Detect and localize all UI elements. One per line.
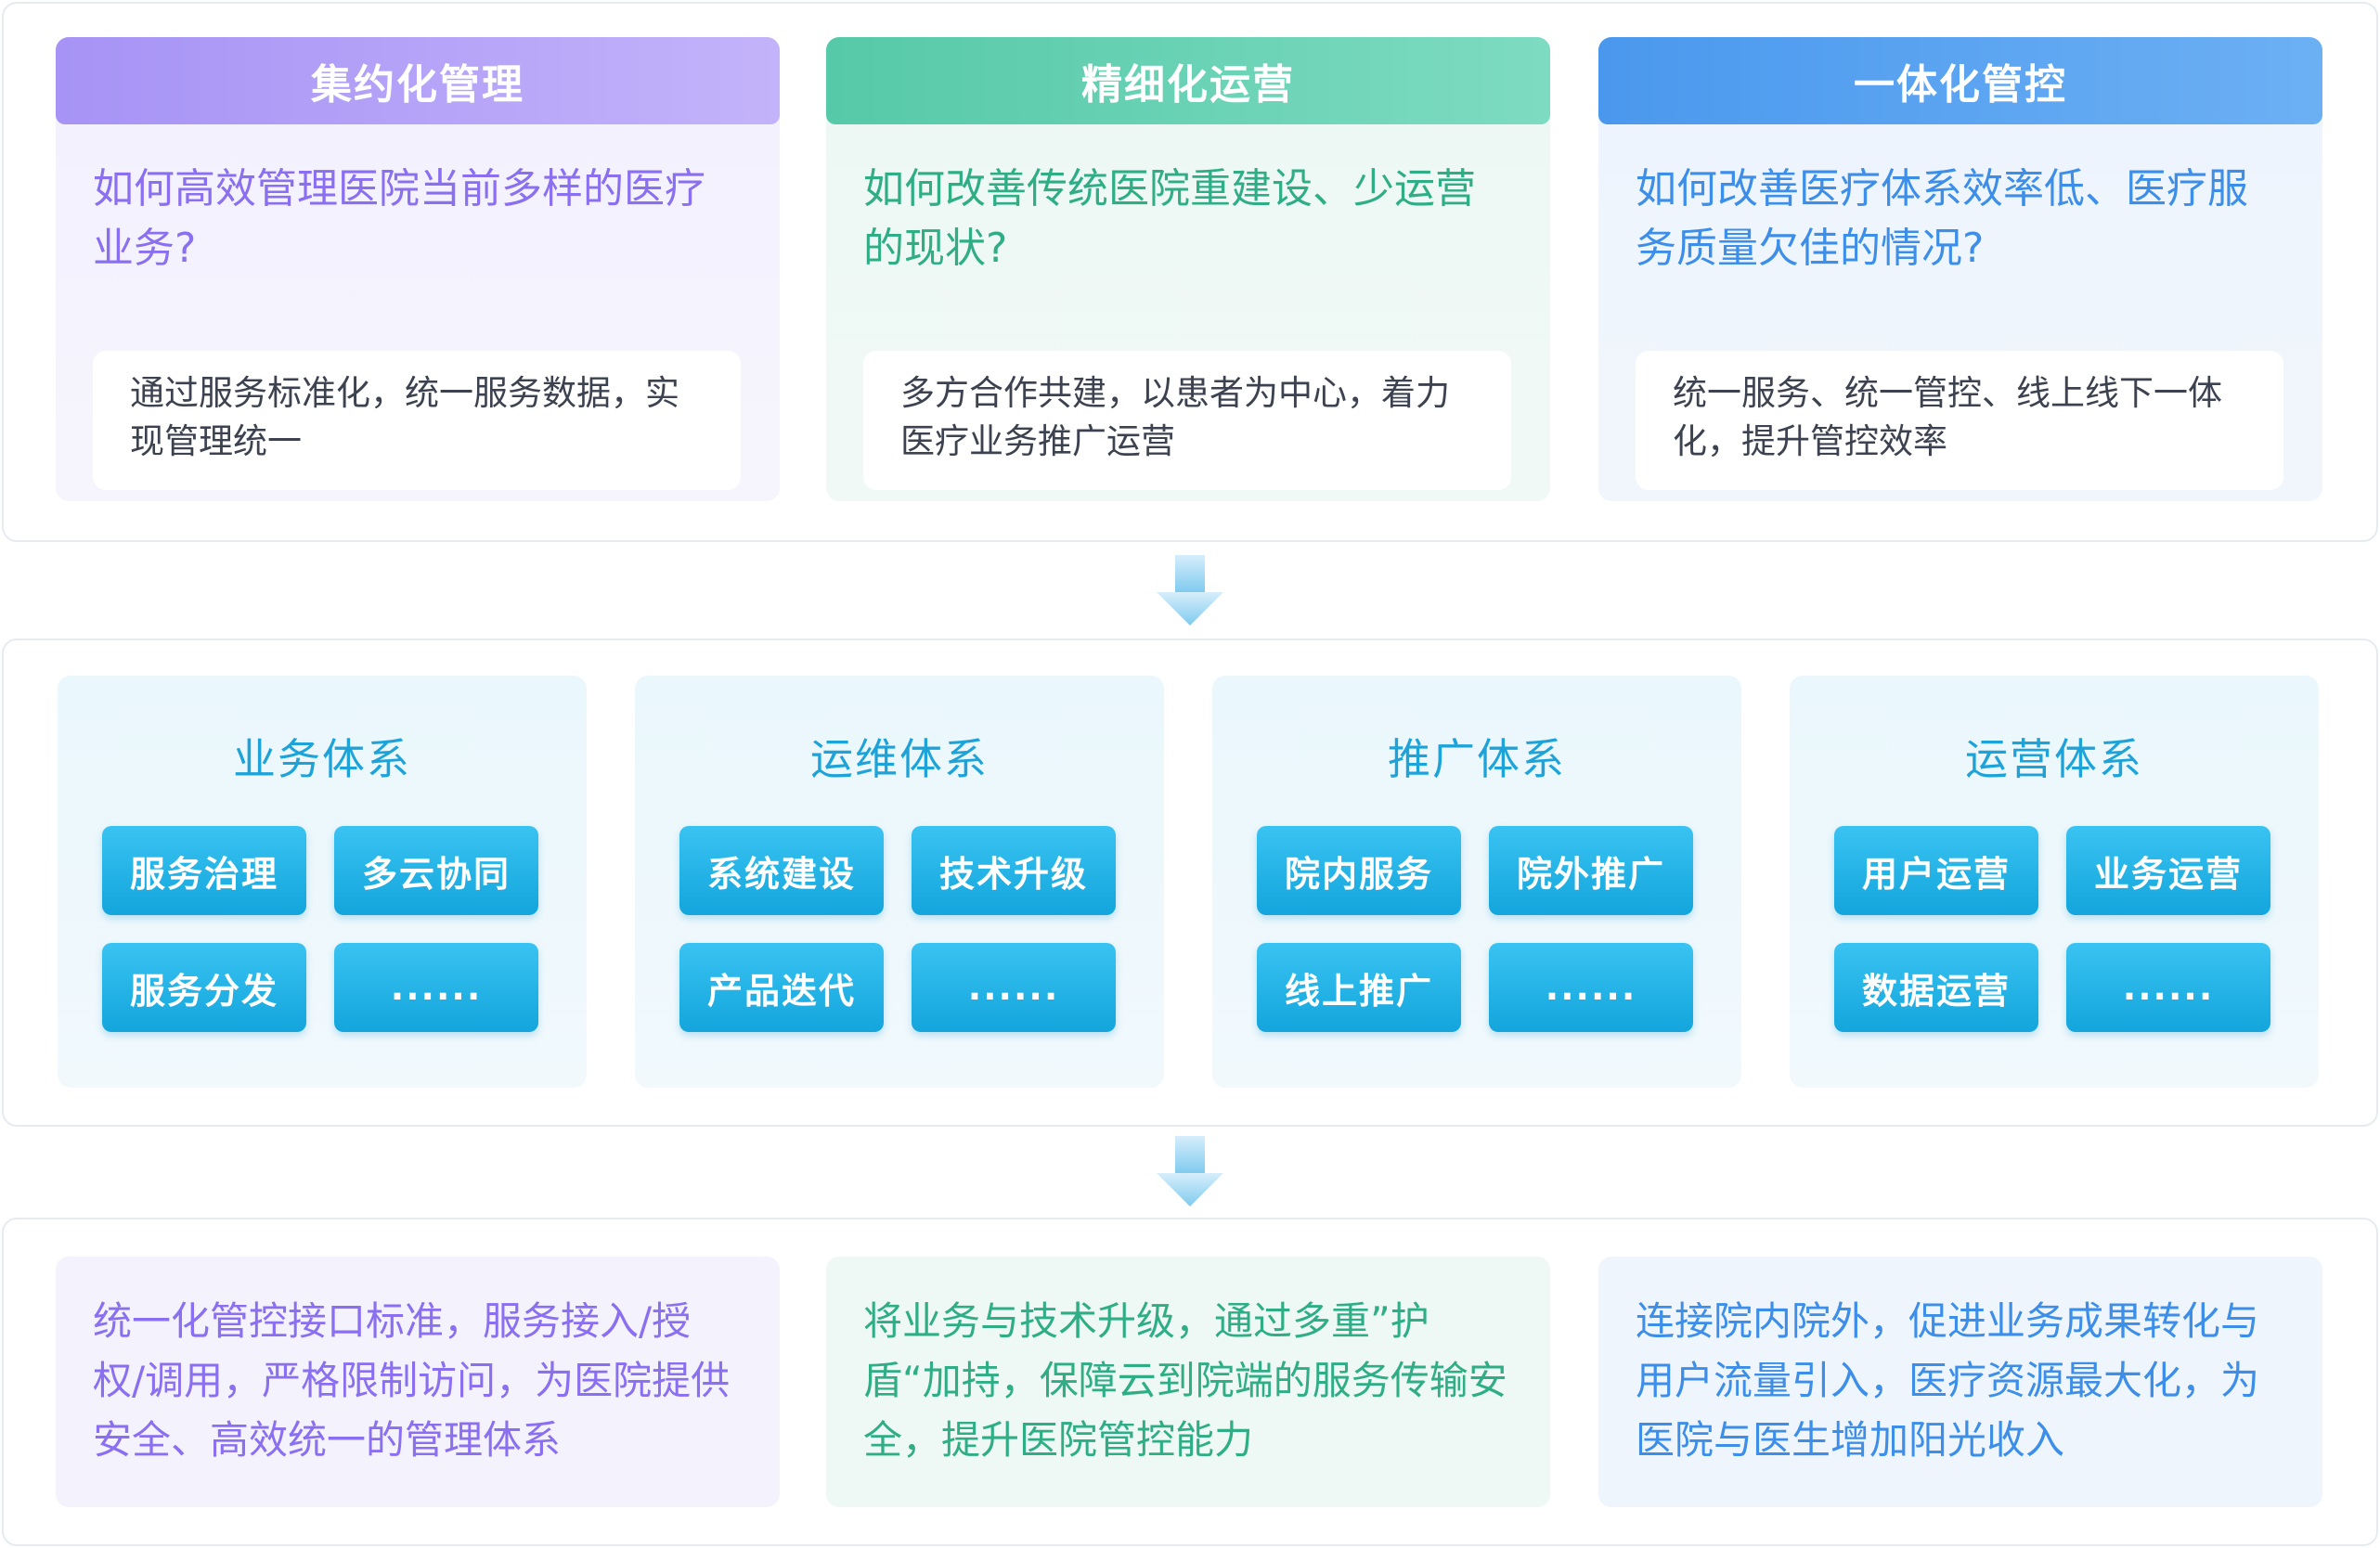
challenge-answer: 多方合作共建，以患者为中心，着力医疗业务推广运营: [863, 351, 1511, 490]
system-item-button[interactable]: 院内服务: [1257, 826, 1461, 915]
challenge-question: 如何改善传统医院重建设、少运营的现状?: [863, 165, 1476, 272]
challenge-question: 如何改善医疗体系效率低、医疗服务质量欠佳的情况?: [1636, 165, 2248, 272]
system-block-maintenance: 运维体系 系统建设 技术升级 产品迭代 ......: [635, 676, 1164, 1088]
system-item-button[interactable]: 用户运营: [1834, 826, 2038, 915]
system-item-button[interactable]: 服务治理: [102, 826, 306, 915]
system-title: 运营体系: [1965, 734, 2143, 784]
result-card-security: 将业务与技术升级，通过多重”护盾“加持，保障云到院端的服务传输安全，提升医院管控…: [826, 1257, 1550, 1507]
system-block-business: 业务体系 服务治理 多云协同 服务分发 ......: [58, 676, 587, 1088]
system-item-button[interactable]: 数据运营: [1834, 943, 2038, 1032]
system-item-button[interactable]: 产品迭代: [679, 943, 884, 1032]
system-item-more-button[interactable]: ......: [912, 943, 1116, 1032]
system-title: 推广体系: [1388, 734, 1566, 784]
challenge-card-integrated-control: 一体化管控 如何改善医疗体系效率低、医疗服务质量欠佳的情况? 统一服务、统一管控…: [1598, 37, 2322, 501]
challenge-heading: 精细化运营: [826, 37, 1550, 124]
system-item-more-button[interactable]: ......: [1489, 943, 1693, 1032]
system-title: 业务体系: [233, 734, 411, 784]
system-title: 运维体系: [810, 734, 989, 784]
system-item-button[interactable]: 线上推广: [1257, 943, 1461, 1032]
system-item-button[interactable]: 多云协同: [334, 826, 538, 915]
system-item-more-button[interactable]: ......: [334, 943, 538, 1032]
challenge-heading: 一体化管控: [1598, 37, 2322, 124]
challenge-heading: 集约化管理: [56, 37, 780, 124]
arrow-down-icon: [1157, 555, 1223, 626]
challenge-answer: 通过服务标准化，统一服务数据，实现管理统一: [93, 351, 741, 490]
challenge-answer: 统一服务、统一管控、线上线下一体化，提升管控效率: [1636, 351, 2283, 490]
result-card-management: 统一化管控接口标准，服务接入/授权/调用，严格限制访问，为医院提供安全、高效统一…: [56, 1257, 780, 1507]
system-block-promotion: 推广体系 院内服务 院外推广 线上推广 ......: [1212, 676, 1741, 1088]
system-item-button[interactable]: 系统建设: [679, 826, 884, 915]
result-card-revenue: 连接院内院外，促进业务成果转化与用户流量引入，医疗资源最大化，为医院与医生增加阳…: [1598, 1257, 2322, 1507]
challenge-card-refined-operation: 精细化运营 如何改善传统医院重建设、少运营的现状? 多方合作共建，以患者为中心，…: [826, 37, 1550, 501]
challenge-card-intensive-management: 集约化管理 如何高效管理医院当前多样的医疗业务? 通过服务标准化，统一服务数据，…: [56, 37, 780, 501]
system-item-button[interactable]: 服务分发: [102, 943, 306, 1032]
system-block-operation: 运营体系 用户运营 业务运营 数据运营 ......: [1790, 676, 2319, 1088]
system-item-more-button[interactable]: ......: [2066, 943, 2270, 1032]
challenge-question: 如何高效管理医院当前多样的医疗业务?: [93, 165, 705, 272]
system-item-button[interactable]: 技术升级: [912, 826, 1116, 915]
system-item-button[interactable]: 院外推广: [1489, 826, 1693, 915]
system-item-button[interactable]: 业务运营: [2066, 826, 2270, 915]
arrow-down-icon: [1157, 1136, 1223, 1206]
